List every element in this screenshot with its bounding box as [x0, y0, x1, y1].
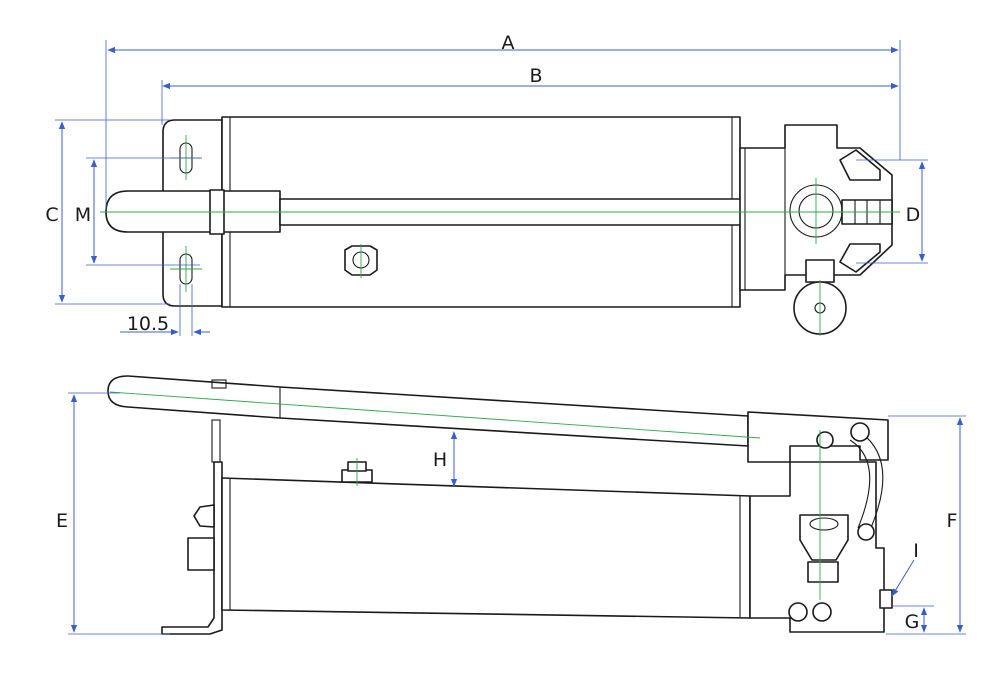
dimension-m-label: M: [75, 204, 91, 226]
outlet-port-side: [879, 589, 893, 609]
release-valve-side: [799, 514, 849, 561]
dimension-i-leader: [891, 559, 915, 597]
dimension-c-label: C: [45, 204, 58, 226]
top-view: [100, 116, 900, 336]
dimension-e-label: E: [56, 510, 68, 532]
clevis-upper-top: [839, 149, 881, 181]
dimension-i-label: I: [913, 540, 919, 562]
handle-grip-top: [105, 190, 281, 233]
pivot-pin-upper: [850, 422, 870, 442]
dimension-h-label: H: [433, 449, 447, 471]
pivot-pin-lower: [857, 523, 875, 541]
side-view: [107, 375, 893, 635]
dimension-d-label: D: [906, 204, 921, 226]
dimension-a-label: A: [502, 32, 515, 54]
handle-lever-side: [107, 375, 749, 447]
bolt-left-side: [788, 602, 808, 622]
top-view-dimensions: A B C M D 10.5: [45, 32, 928, 336]
dimension-offset-label: 10.5: [127, 313, 169, 335]
bolt-right-side: [812, 602, 832, 622]
dimension-f-label: F: [947, 510, 958, 532]
reservoir-body-side: [221, 477, 751, 619]
side-view-dimensions: E H F I G: [56, 392, 966, 635]
dimension-b-label: B: [529, 65, 542, 87]
clevis-lower-top: [839, 243, 881, 273]
dimension-g-label: G: [905, 611, 920, 633]
pivot-pin-lever: [816, 431, 834, 449]
